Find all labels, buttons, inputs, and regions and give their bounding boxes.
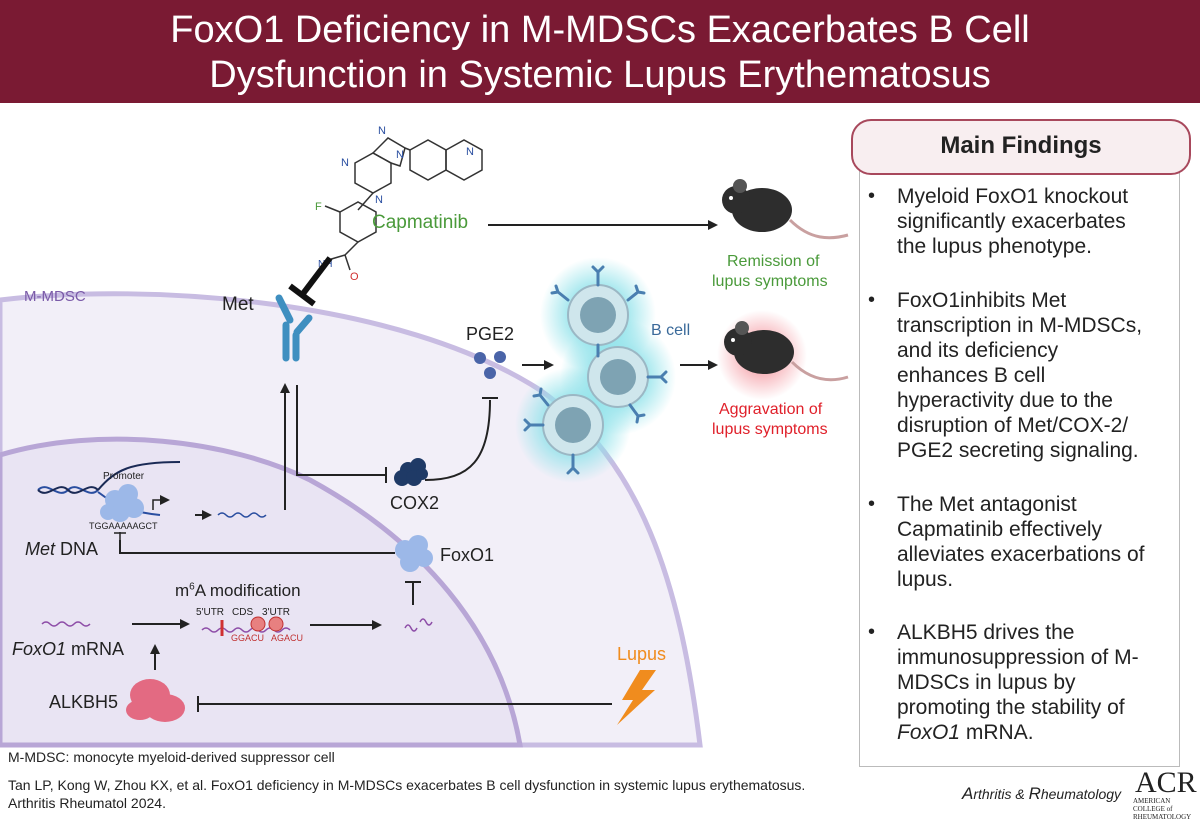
bcell-label: B cell <box>651 322 691 339</box>
header-banner: FoxO1 Deficiency in M-MDSCs Exacerbates … <box>0 0 1200 103</box>
aggravation-label-1: Aggravation of <box>719 401 823 418</box>
promoter-label: Promoter <box>103 471 145 482</box>
m6a-label: m6A modification <box>175 581 301 600</box>
finding-bullet-1: • <box>868 185 876 207</box>
lupus-lightning-icon <box>617 670 656 725</box>
healthy-mouse-icon <box>722 179 849 240</box>
acr-logo: ACR <box>1135 766 1197 799</box>
finding-bullet-3: • <box>868 493 876 515</box>
lupus-label: Lupus <box>617 644 667 664</box>
alkbh5-protein-icon <box>126 679 185 722</box>
pge2-label: PGE2 <box>466 324 515 344</box>
met-dna-label: Met DNA <box>25 539 99 559</box>
svg-text:F: F <box>315 201 322 213</box>
finding-bullet-2: • <box>868 289 876 311</box>
acr-logo-subtitle: AMERICAN COLLEGE of RHEUMATOLOGY <box>1133 797 1192 821</box>
capmatinib-label: Capmatinib <box>372 212 469 233</box>
footnote: M-MDSC: monocyte myeloid-derived suppres… <box>8 749 335 765</box>
sick-mouse-icon <box>717 310 849 400</box>
foxo1-label: FoxO1 <box>440 545 495 565</box>
journal-logo: Arthritis & Rheumatology <box>962 784 1122 803</box>
remission-label-1: Remission of <box>727 253 820 270</box>
title-line-1: FoxO1 Deficiency in M-MDSCs Exacerbates … <box>170 9 1030 51</box>
svg-text:N: N <box>466 146 474 158</box>
foxo1-protein-icon <box>395 535 433 572</box>
motif1-label: GGACU <box>231 633 265 643</box>
pathway-diagram: NNN NN F O NH <box>0 125 849 748</box>
main-findings-panel <box>859 170 1180 767</box>
svg-text:O: O <box>350 271 359 283</box>
svg-text:N: N <box>396 149 404 161</box>
capmatinib-molecule-icon <box>317 137 483 273</box>
pge2-molecules-icon <box>474 351 506 379</box>
utr5-label: 5'UTR <box>196 607 225 618</box>
promoter-protein-icon <box>100 484 144 522</box>
title-line-2: Dysfunction in Systemic Lupus Erythemato… <box>209 54 991 96</box>
main-findings-header: Main Findings <box>851 119 1191 175</box>
cox2-protein-icon <box>394 458 428 486</box>
aggravation-label-2: lupus symptoms <box>712 421 828 438</box>
remission-label-2: lupus symptoms <box>712 273 828 290</box>
citation: Tan LP, Kong W, Zhou KX, et al. FoxO1 de… <box>8 777 806 811</box>
met-receptor-icon <box>275 294 313 362</box>
svg-text:N: N <box>378 125 386 137</box>
svg-text:N: N <box>341 157 349 169</box>
utr3-label: 3'UTR <box>262 607 291 618</box>
cds-label: CDS <box>232 607 254 618</box>
main-findings-title: Main Findings <box>940 132 1102 159</box>
foxo1-mrna-icon <box>41 621 91 627</box>
degraded-mrna-icon <box>404 618 433 632</box>
finding-bullet-4: • <box>868 621 876 643</box>
met-label: Met <box>222 294 254 315</box>
svg-text:N: N <box>375 194 383 206</box>
b-cell-cluster-icon <box>515 257 676 483</box>
foxo1-mrna-label: FoxO1 mRNA <box>12 639 125 659</box>
motif2-label: AGACU <box>271 633 304 643</box>
alkbh5-label: ALKBH5 <box>49 692 119 712</box>
cell-label: M-MDSC <box>24 288 86 305</box>
sequence-label: TGGAAAAAGCT <box>89 521 158 531</box>
modified-mrna-icon <box>201 616 291 636</box>
cox2-label: COX2 <box>390 493 440 513</box>
